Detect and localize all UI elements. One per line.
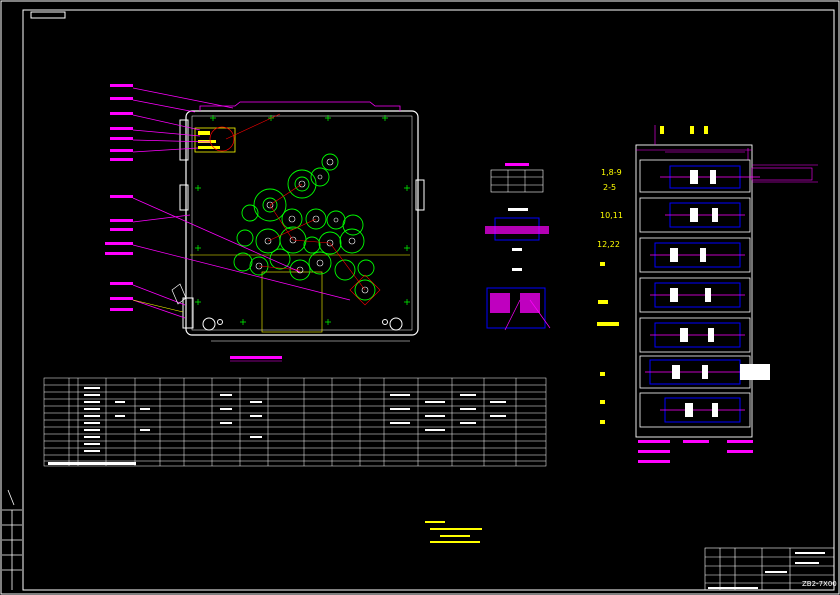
housing-view bbox=[179, 101, 425, 336]
stage-side-markers bbox=[597, 262, 619, 424]
leader-lines-left bbox=[132, 87, 351, 319]
stage-label-4: 12,22 bbox=[597, 240, 620, 249]
breather-cap bbox=[171, 283, 187, 305]
drawing-code: ZB2-7X00 bbox=[802, 580, 837, 588]
stage-assembly-view bbox=[635, 125, 818, 438]
leader-labels-left bbox=[105, 84, 133, 311]
stage-gears bbox=[670, 170, 770, 417]
technical-notes bbox=[425, 521, 482, 543]
shaft-detail-views bbox=[485, 163, 551, 331]
gear-train bbox=[233, 153, 376, 301]
stage-bottom-labels bbox=[638, 440, 753, 463]
stage-shafts bbox=[645, 176, 770, 411]
title-block-text bbox=[708, 552, 825, 589]
stage-label-1: 1,8-9 bbox=[601, 168, 622, 177]
stage-internals bbox=[649, 165, 741, 423]
binding-strip bbox=[2, 489, 22, 590]
stage-label-2: 2-5 bbox=[603, 183, 617, 192]
gear-centers bbox=[255, 158, 369, 294]
stage-boxes bbox=[639, 159, 751, 428]
stage-label-3: 10,11 bbox=[600, 211, 623, 220]
view-title bbox=[211, 340, 410, 362]
gear-parameter-table bbox=[43, 377, 547, 467]
gear-parameter-table-text bbox=[48, 387, 506, 465]
leader-line-yellow bbox=[132, 299, 184, 313]
title-block bbox=[704, 547, 835, 591]
